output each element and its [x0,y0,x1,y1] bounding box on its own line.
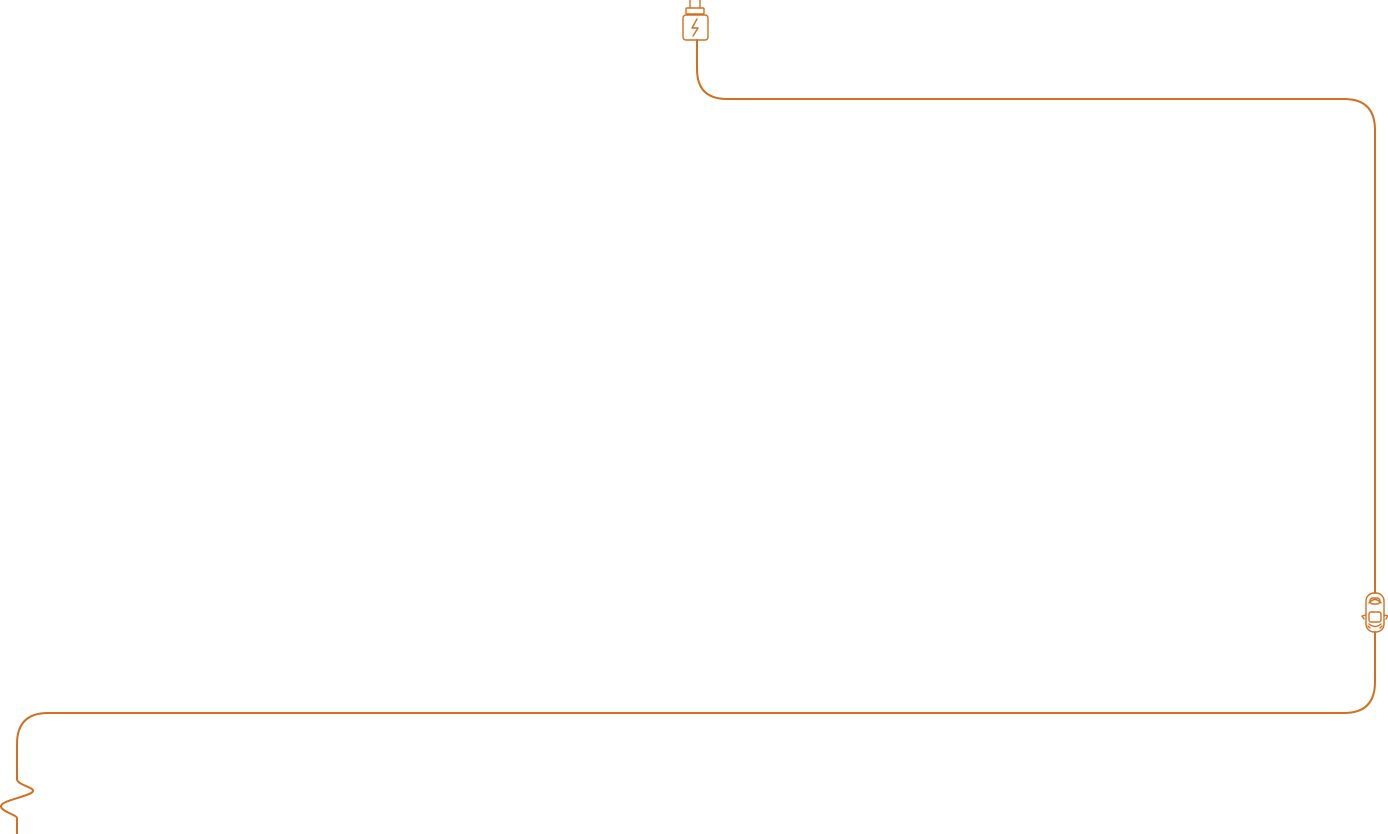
plug-icon [682,0,709,41]
charging-cable-line [0,39,1376,834]
car-icon [1361,592,1388,633]
